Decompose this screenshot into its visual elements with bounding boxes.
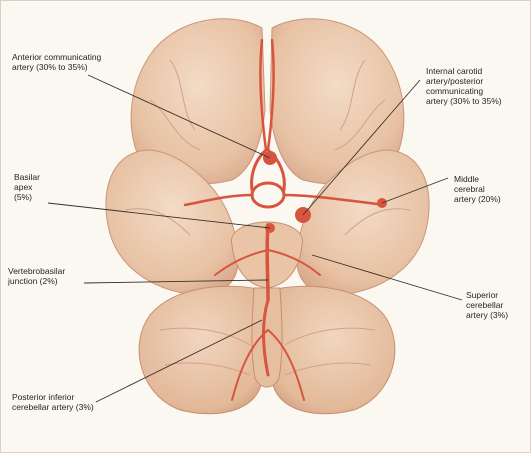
- label-vertebrobasilar-junction: Vertebrobasilar junction (2%): [8, 266, 98, 286]
- label-superior-cerebellar-artery: Superior cerebellar artery (3%): [466, 290, 530, 320]
- label-middle-cerebral-artery: Middle cerebral artery (20%): [454, 174, 526, 204]
- right-cerebellar-hemisphere: [272, 286, 395, 414]
- label-posterior-inferior-cerebellar-artery: Posterior inferior cerebellar artery (3%…: [12, 392, 152, 412]
- label-basilar-apex: Basilar apex (5%): [14, 172, 74, 202]
- label-internal-carotid-artery: Internal carotid artery/posterior commun…: [426, 66, 526, 106]
- label-anterior-communicating-artery: Anterior communicating artery (30% to 35…: [12, 52, 147, 72]
